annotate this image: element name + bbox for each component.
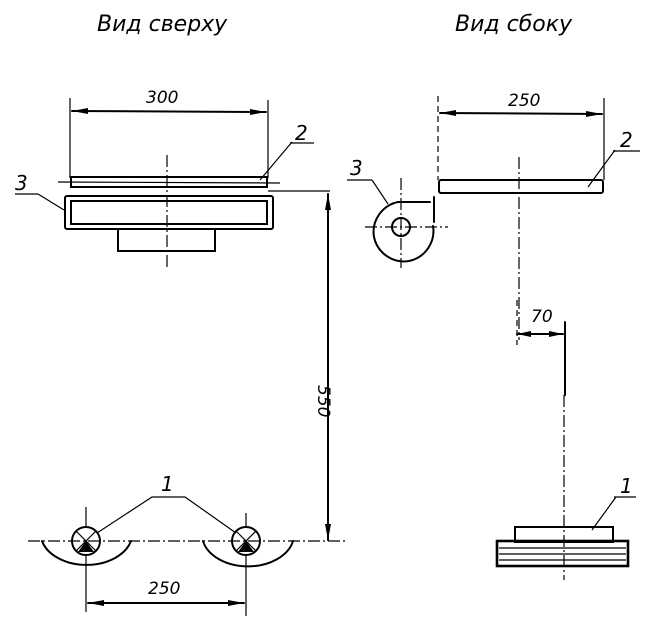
top-view-title: Вид сверху bbox=[97, 12, 228, 37]
side-view: 250 2 3 70 1 bbox=[347, 91, 640, 580]
arrowhead-top bbox=[325, 194, 331, 210]
arrowhead-right bbox=[250, 109, 266, 115]
wheel-left bbox=[71, 507, 101, 556]
leader-line-3 bbox=[37, 193, 65, 211]
leader-line-3-side bbox=[371, 179, 389, 205]
wheel-right bbox=[231, 513, 261, 556]
dimension-label-70: 70 bbox=[531, 307, 553, 327]
arrowhead-70-left bbox=[517, 331, 531, 337]
arrowhead-left-side bbox=[440, 110, 456, 116]
arrowhead-bottom-left bbox=[88, 600, 104, 606]
callout-label-2: 2 bbox=[295, 121, 308, 145]
support-base-side bbox=[495, 539, 630, 568]
leader-line-2 bbox=[259, 141, 293, 181]
dimension-550: 550 bbox=[313, 193, 333, 541]
leader-line-1-side bbox=[591, 496, 617, 531]
dimension-line-250-side bbox=[439, 112, 603, 115]
arrowhead-70-right bbox=[549, 331, 563, 337]
dimension-label-550: 550 bbox=[313, 385, 333, 417]
callout-label-3-top: 3 bbox=[15, 171, 28, 195]
arrowhead-left bbox=[72, 108, 88, 114]
plate-centerline bbox=[57, 181, 281, 184]
leader-line-2-side bbox=[587, 149, 616, 188]
saucer-right bbox=[202, 540, 294, 568]
arrowhead-bottom-right bbox=[228, 600, 244, 606]
callout-label-1-side: 1 bbox=[620, 474, 633, 498]
supports-top-view: 1 250 bbox=[28, 472, 345, 616]
dimension-label-250-bottom: 250 bbox=[148, 579, 180, 599]
arrowhead-right-side bbox=[586, 111, 602, 117]
dimension-label-250-side: 250 bbox=[508, 91, 540, 111]
side-view-title: Вид сбоку bbox=[455, 12, 573, 37]
dimension-label-300: 300 bbox=[146, 88, 178, 108]
callout-label-1: 1 bbox=[161, 472, 174, 496]
callout-label-3-side: 3 bbox=[350, 156, 363, 180]
arrowhead-bottom bbox=[325, 524, 331, 540]
leader-line-1 bbox=[96, 496, 237, 534]
callout-label-2-side: 2 bbox=[620, 128, 633, 152]
dimension-line-300 bbox=[71, 110, 267, 113]
fan-housing-part-3 bbox=[372, 201, 435, 263]
top-view: 300 2 3 bbox=[15, 88, 330, 268]
housing-part-3-inner bbox=[70, 200, 268, 225]
plate-part-2-side bbox=[438, 179, 604, 194]
